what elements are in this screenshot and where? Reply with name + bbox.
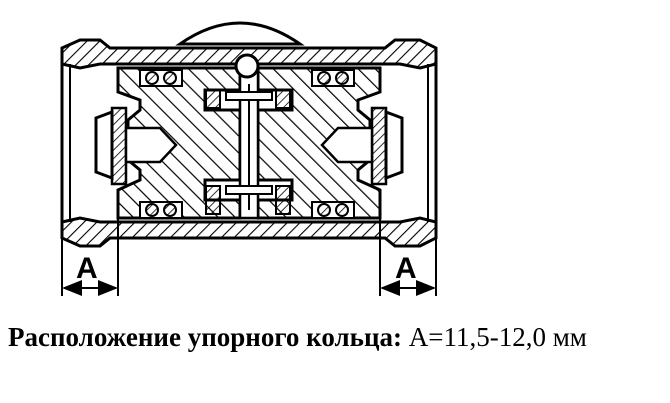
o-ring-seal-top-right bbox=[311, 69, 355, 87]
shaft-upper-collar bbox=[225, 91, 273, 101]
right-end-cap bbox=[384, 109, 404, 181]
right-thrust-ring bbox=[370, 106, 388, 186]
left-end-cap bbox=[94, 109, 114, 181]
shaft-lower-collar bbox=[225, 185, 273, 195]
caption-value: А=11,5-12,0 мм bbox=[402, 322, 587, 352]
left-thrust-ring bbox=[110, 106, 128, 186]
top-ball bbox=[234, 53, 260, 79]
left-nozzle bbox=[124, 126, 178, 164]
o-ring-seal-bottom-left bbox=[139, 201, 183, 219]
o-ring-seal-bottom-right bbox=[311, 201, 355, 219]
caption-title: Расположение упорного кольца: bbox=[8, 322, 402, 352]
upper-right-insert bbox=[275, 89, 291, 109]
o-ring-seal-top-left bbox=[139, 69, 183, 87]
right-dimension-label: A bbox=[395, 252, 417, 285]
housing-bottom-band bbox=[60, 216, 438, 248]
right-nozzle bbox=[320, 126, 374, 164]
caption: Расположение упорного кольца: А=11,5-12,… bbox=[8, 322, 668, 353]
upper-left-insert bbox=[205, 89, 221, 109]
top-dome bbox=[175, 21, 305, 46]
left-dimension-label: A bbox=[76, 252, 98, 285]
lower-left-insert bbox=[205, 185, 221, 215]
lower-right-insert bbox=[275, 185, 291, 215]
thrust-ring-section-drawing: A A bbox=[60, 21, 438, 296]
